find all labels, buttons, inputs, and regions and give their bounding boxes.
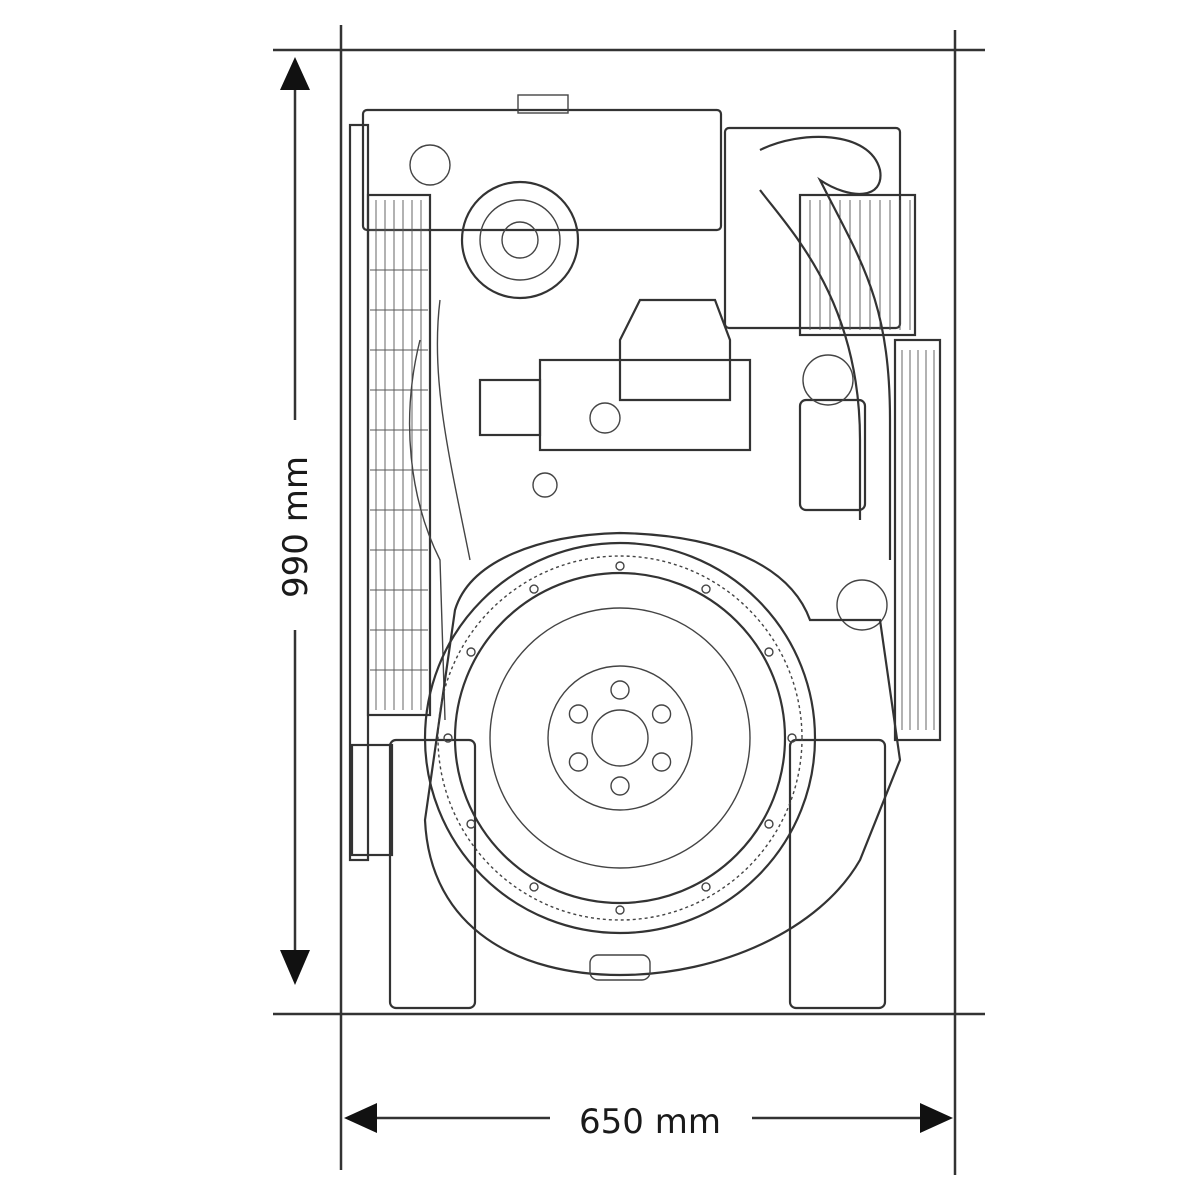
flywheel-housing <box>423 531 902 977</box>
flywheel-bolt <box>615 905 625 915</box>
flywheel-bolt <box>701 882 711 892</box>
engine-illustration <box>348 94 942 1010</box>
turbocharger <box>460 180 580 300</box>
flywheel-bolt <box>787 733 797 743</box>
flywheel <box>423 541 817 935</box>
flywheel-bolt <box>615 561 625 571</box>
left-radiator <box>366 193 432 717</box>
flywheel-bolt <box>701 584 711 594</box>
arrow-up-icon <box>280 57 310 90</box>
flywheel-bolt <box>764 819 774 829</box>
flywheel-bolt <box>466 819 476 829</box>
right-mount-foot <box>788 738 887 1010</box>
ring-gear <box>437 555 803 921</box>
left-mount-foot <box>388 738 477 1010</box>
hub-bolt <box>610 680 630 700</box>
width-dimension: 650 mm <box>344 1102 953 1142</box>
flywheel-hub <box>547 665 693 811</box>
flywheel-bolt <box>466 647 476 657</box>
arrow-right-icon <box>920 1103 953 1133</box>
flywheel-bolt <box>764 647 774 657</box>
right-radiator <box>893 338 942 742</box>
flywheel-bolt <box>529 584 539 594</box>
hub-bolt <box>651 752 672 772</box>
extension-lines <box>273 25 985 1175</box>
hub-bolt <box>568 752 589 772</box>
flywheel-bolt <box>443 733 453 743</box>
height-label: 990 mm <box>276 456 316 598</box>
arrow-left-icon <box>344 1103 377 1133</box>
right-radiator-top <box>798 193 917 337</box>
flywheel-bolt <box>529 882 539 892</box>
hub-bolt <box>568 704 589 724</box>
hub-bolt <box>651 704 672 724</box>
hub-bolt <box>610 776 630 796</box>
width-label: 650 mm <box>579 1102 721 1142</box>
arrow-down-icon <box>280 950 310 985</box>
height-dimension: 990 mm <box>276 57 316 985</box>
